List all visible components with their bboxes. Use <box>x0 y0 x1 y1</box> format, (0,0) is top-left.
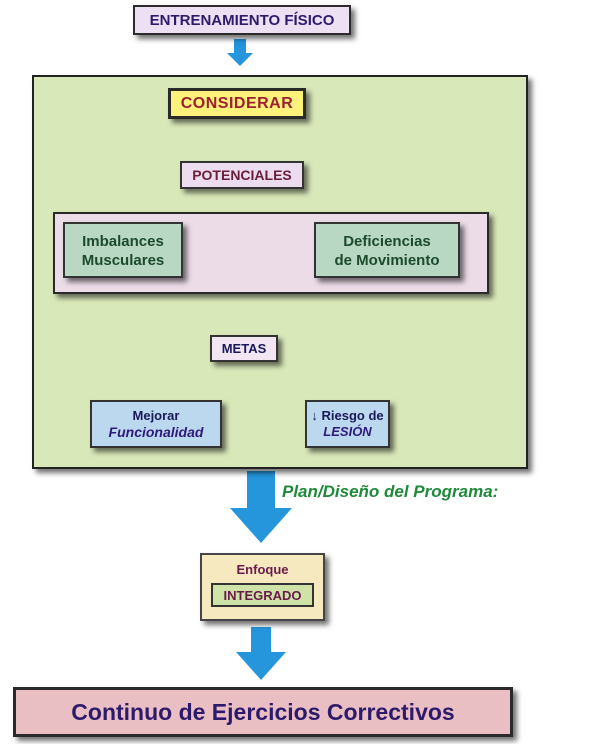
considerar-label: CONSIDERAR <box>180 94 294 112</box>
metas-label: METAS <box>221 341 267 356</box>
imbalances-line2: Musculares <box>81 252 165 269</box>
integrado-label: INTEGRADO <box>223 587 302 603</box>
continuo-label: Continuo de Ejercicios Correctivos <box>71 698 455 725</box>
deficiencias-line2: de Movimiento <box>334 252 440 269</box>
potenciales-label: POTENCIALES <box>192 167 292 183</box>
riesgo-box: ↓ Riesgo de LESIÓN <box>305 400 390 448</box>
integrado-box: INTEGRADO <box>211 583 314 607</box>
riesgo-line2: LESIÓN <box>323 424 372 439</box>
riesgo-line1: Riesgo de <box>321 408 384 423</box>
potenciales-box: POTENCIALES <box>180 161 304 189</box>
diagram-title: ENTRENAMIENTO FÍSICO <box>149 11 335 29</box>
continuo-box: Continuo de Ejercicios Correctivos <box>13 687 513 737</box>
arrow-enfoque-to-continuo <box>236 627 286 680</box>
considerar-box: CONSIDERAR <box>168 88 306 119</box>
mejorar-box: Mejorar Funcionalidad <box>90 400 222 448</box>
imbalances-box: Imbalances Musculares <box>63 222 183 278</box>
plan-label: Plan/Diseño del Programa: <box>282 482 499 501</box>
imbalances-line1: Imbalances <box>82 233 164 250</box>
title-box: ENTRENAMIENTO FÍSICO <box>133 5 351 35</box>
metas-box: METAS <box>210 335 278 362</box>
arrow-title-to-panel <box>227 39 253 66</box>
deficiencias-box: Deficiencias de Movimiento <box>314 222 460 278</box>
mejorar-line2: Funcionalidad <box>108 424 204 440</box>
enfoque-label: Enfoque <box>236 562 289 577</box>
deficiencias-line1: Deficiencias <box>343 233 431 250</box>
down-arrow-icon: ↓ <box>311 408 318 423</box>
mejorar-line1: Mejorar <box>132 408 180 423</box>
enfoque-box: Enfoque INTEGRADO <box>200 553 325 621</box>
arrow-panel-to-enfoque <box>230 471 292 543</box>
